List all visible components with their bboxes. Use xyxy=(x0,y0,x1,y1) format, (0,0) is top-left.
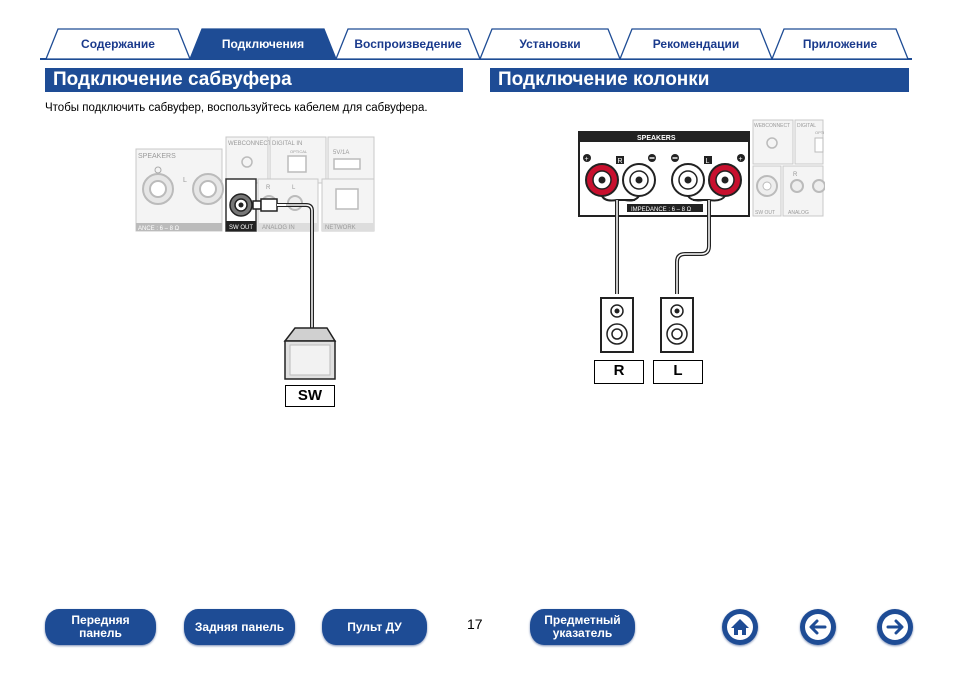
usb-faded-label: 5V/1A xyxy=(333,150,349,156)
optical-faded-label: OPTICAL xyxy=(290,149,308,154)
tab-contents[interactable]: Содержание xyxy=(81,37,155,51)
speaker-section-title: Подключение колонки xyxy=(490,68,909,92)
svg-text:+: + xyxy=(585,156,589,163)
webconnect-faded-label-right: WEBCONNECT xyxy=(754,123,790,129)
arrow-left-icon xyxy=(805,614,831,640)
speaker-connection-diagram: SPEAKERS IMPEDANCE : 6 – 8 Ω + R L + WEB… xyxy=(578,119,825,353)
rear-panel-button[interactable]: Задняя панель xyxy=(184,609,295,645)
tab-appendix-shape xyxy=(771,28,909,60)
network-faded-label: NETWORK xyxy=(325,225,356,231)
analog-l-faded-label: L xyxy=(292,185,296,191)
impedance-label: IMPEDANCE : 6 – 8 Ω xyxy=(631,207,692,213)
optical-faded-label-right: OPTI xyxy=(815,130,824,135)
tab-settings[interactable]: Установки xyxy=(519,37,581,51)
terminal-r-small-label: R xyxy=(618,158,623,165)
subwoofer-description: Чтобы подключить сабвуфер, воспользуйтес… xyxy=(45,102,428,114)
index-button-label: Предметный указатель xyxy=(544,613,621,640)
tab-playback[interactable]: Воспроизведение xyxy=(354,37,462,51)
sw-out-label: SW OUT xyxy=(229,225,253,231)
tab-tips-shape xyxy=(619,28,773,60)
speakers-faded-label: SPEAKERS xyxy=(138,153,176,160)
analog-r-faded-label-right: R xyxy=(793,172,798,178)
tab-connections-shape xyxy=(189,28,337,60)
terminal-l-small-label: L xyxy=(706,158,710,165)
tab-appendix[interactable]: Приложение xyxy=(802,37,878,51)
front-panel-button-label: Передняя панель xyxy=(71,613,130,640)
sw-out-faded-label-right: SW OUT xyxy=(755,210,775,216)
tab-bar xyxy=(40,28,912,60)
digital-faded-label-right: DIGITAL xyxy=(797,123,816,129)
remote-button[interactable]: Пульт ДУ xyxy=(322,609,427,645)
rear-panel-button-label: Задняя панель xyxy=(194,619,285,634)
webconnect-faded-label: WEBCONNECT xyxy=(228,141,272,147)
analog-r-faded-label: R xyxy=(266,185,271,191)
tab-connections[interactable]: Подключения xyxy=(221,37,305,51)
left-speaker-label: L xyxy=(653,360,703,384)
analog-faded-label-right: ANALOG xyxy=(788,210,809,216)
subwoofer-section-title: Подключение сабвуфера xyxy=(45,68,463,92)
front-panel-button[interactable]: Передняя панель xyxy=(45,609,156,645)
analog-in-faded-label: ANALOG IN xyxy=(262,225,295,231)
right-speaker-label: R xyxy=(594,360,644,384)
page-number: 17 xyxy=(467,616,483,632)
subwoofer-connection-diagram: SPEAKERS ANCE : 6 – 8 Ω L WEBCONNECT DIG… xyxy=(135,136,375,380)
home-icon xyxy=(727,614,753,640)
arrow-right-icon xyxy=(882,614,908,640)
left-channel-faded-label: L xyxy=(183,177,187,184)
tab-contents-shape xyxy=(45,28,191,60)
tab-settings-shape xyxy=(479,28,621,60)
index-button[interactable]: Предметный указатель xyxy=(530,609,635,645)
forward-button[interactable] xyxy=(877,609,913,645)
home-button[interactable] xyxy=(722,609,758,645)
digital-in-faded-label: DIGITAL IN xyxy=(272,141,302,147)
remote-button-label: Пульт ДУ xyxy=(347,619,402,634)
tab-tips[interactable]: Рекомендации xyxy=(652,37,740,51)
impedance-faded-label: ANCE : 6 – 8 Ω xyxy=(138,226,180,232)
back-button[interactable] xyxy=(800,609,836,645)
svg-text:+: + xyxy=(739,156,743,163)
tab-playback-shape xyxy=(335,28,481,60)
subwoofer-label: SW xyxy=(285,385,335,407)
speakers-label: SPEAKERS xyxy=(637,135,676,142)
